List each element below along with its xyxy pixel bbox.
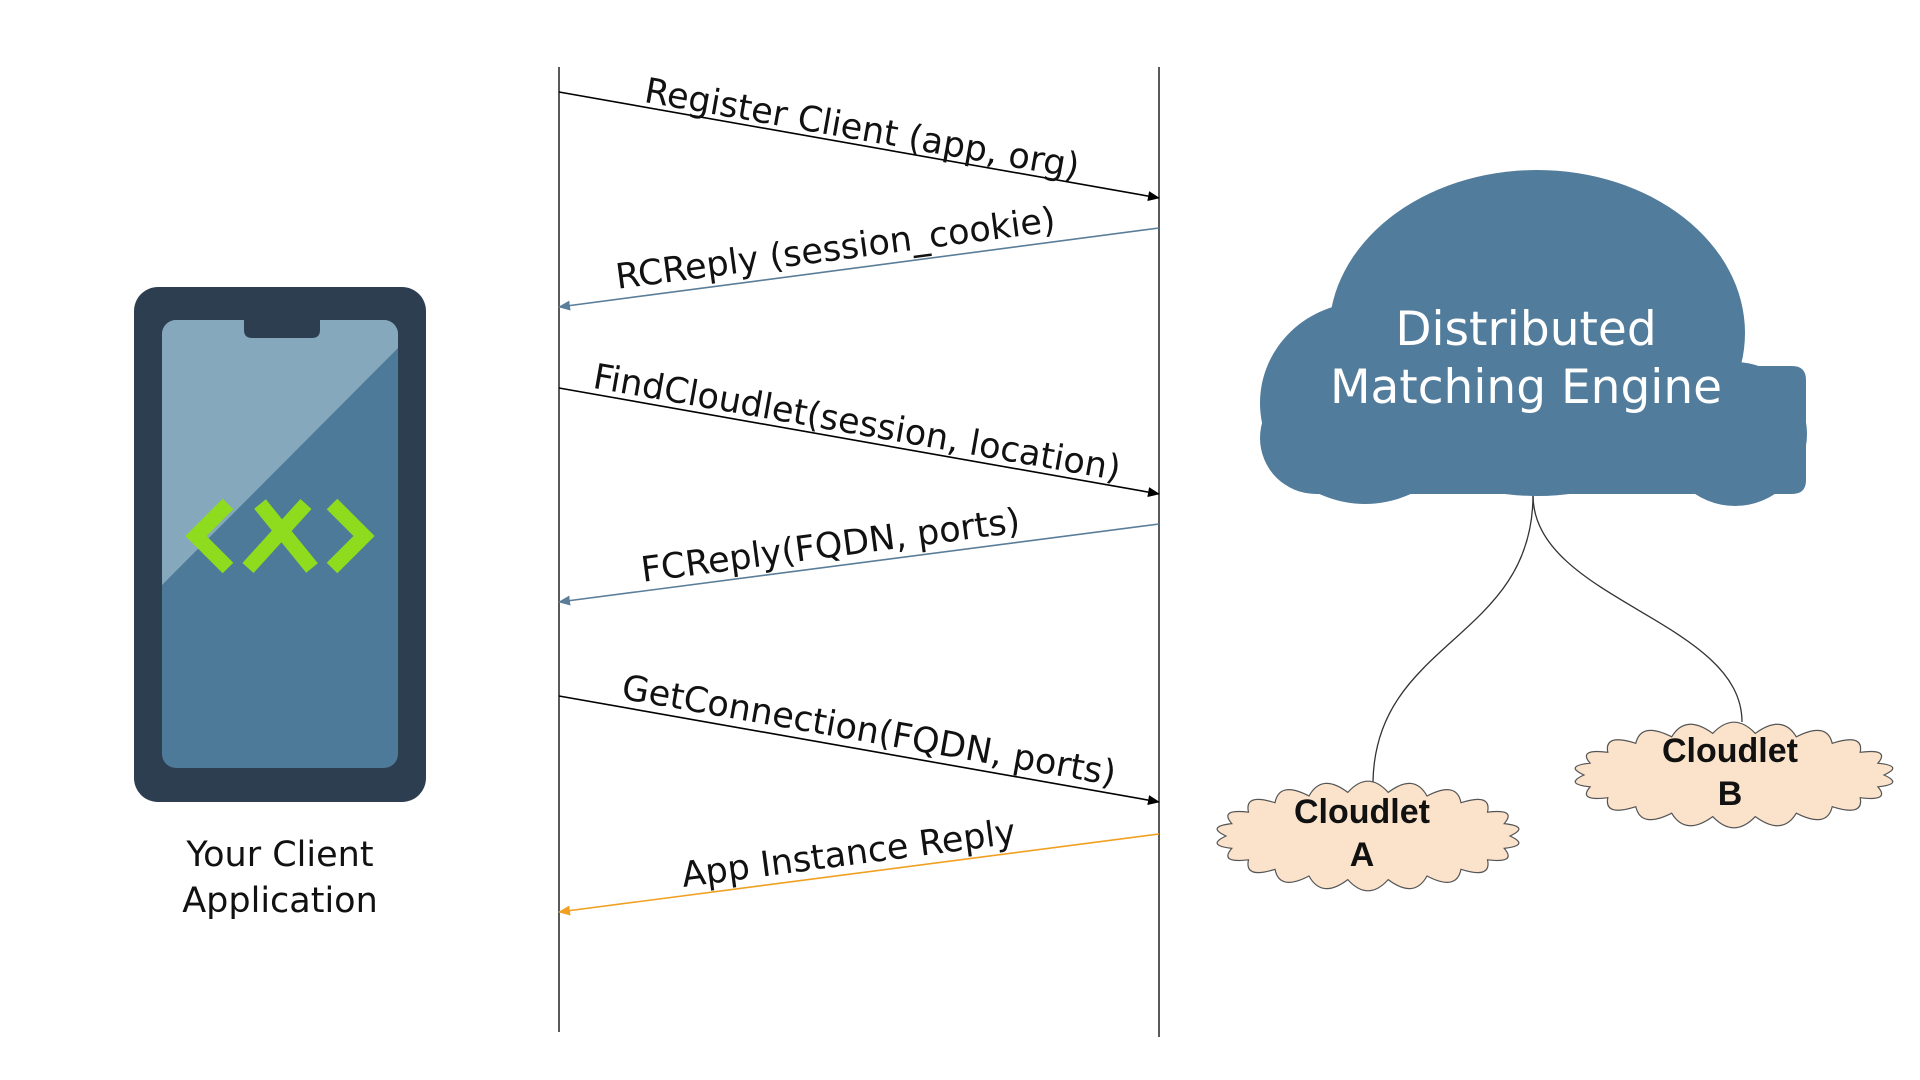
message-6: App Instance Reply <box>558 812 1160 916</box>
client-label-line2: Application <box>182 881 378 921</box>
cloudlet-b-label-line1: Cloudlet <box>1662 732 1798 770</box>
cloudlet-a-label-line2: A <box>1350 836 1375 874</box>
engine-label-line1: Distributed <box>1395 302 1656 357</box>
message-label: RCReply (session_cookie) <box>613 200 1057 297</box>
cloudlet-a-cloud-icon <box>1216 780 1520 892</box>
message-arrow <box>558 833 1160 916</box>
message-label: Register Client (app, org) <box>642 71 1083 187</box>
message-label: App Instance Reply <box>679 812 1018 896</box>
connector-cloudlet-a <box>1372 494 1534 783</box>
message-arrow <box>558 523 1160 606</box>
message-arrow <box>558 695 1160 806</box>
message-arrow <box>558 387 1160 498</box>
cloudlet-a-label-line1: Cloudlet <box>1294 793 1430 831</box>
message-label: FindCloudlet(session, location) <box>590 357 1123 489</box>
message-label: GetConnection(FQDN, ports) <box>619 668 1119 794</box>
cloudlet-b: Cloudlet B <box>1574 721 1894 829</box>
engine-label-line2: Matching Engine <box>1330 360 1722 415</box>
matching-engine: Distributed Matching Engine <box>1260 170 1807 506</box>
cloudlet-outline <box>1216 780 1520 892</box>
client-phone: Your Client Application <box>134 287 426 921</box>
connector-cloudlet-b <box>1532 494 1743 723</box>
message-1: Register Client (app, org) <box>558 71 1160 202</box>
message-4: FCReply(FQDN, ports) <box>558 501 1160 606</box>
message-5: GetConnection(FQDN, ports) <box>558 668 1160 806</box>
message-arrow <box>558 91 1160 202</box>
cloudlet-a: Cloudlet A <box>1216 780 1520 892</box>
client-label-line1: Your Client <box>185 835 373 875</box>
cloudlet-outline <box>1574 721 1894 829</box>
message-label: FCReply(FQDN, ports) <box>639 501 1023 591</box>
smartphone-icon <box>134 287 426 802</box>
cloudlet-b-cloud-icon <box>1574 721 1894 829</box>
message-arrow <box>558 227 1160 311</box>
code-logo-icon <box>185 498 375 574</box>
cloud-icon <box>1260 170 1807 506</box>
cloudlet-b-label-line2: B <box>1718 775 1743 813</box>
message-3: FindCloudlet(session, location) <box>558 357 1160 498</box>
message-2: RCReply (session_cookie) <box>558 200 1160 311</box>
phone-notch <box>244 314 320 338</box>
